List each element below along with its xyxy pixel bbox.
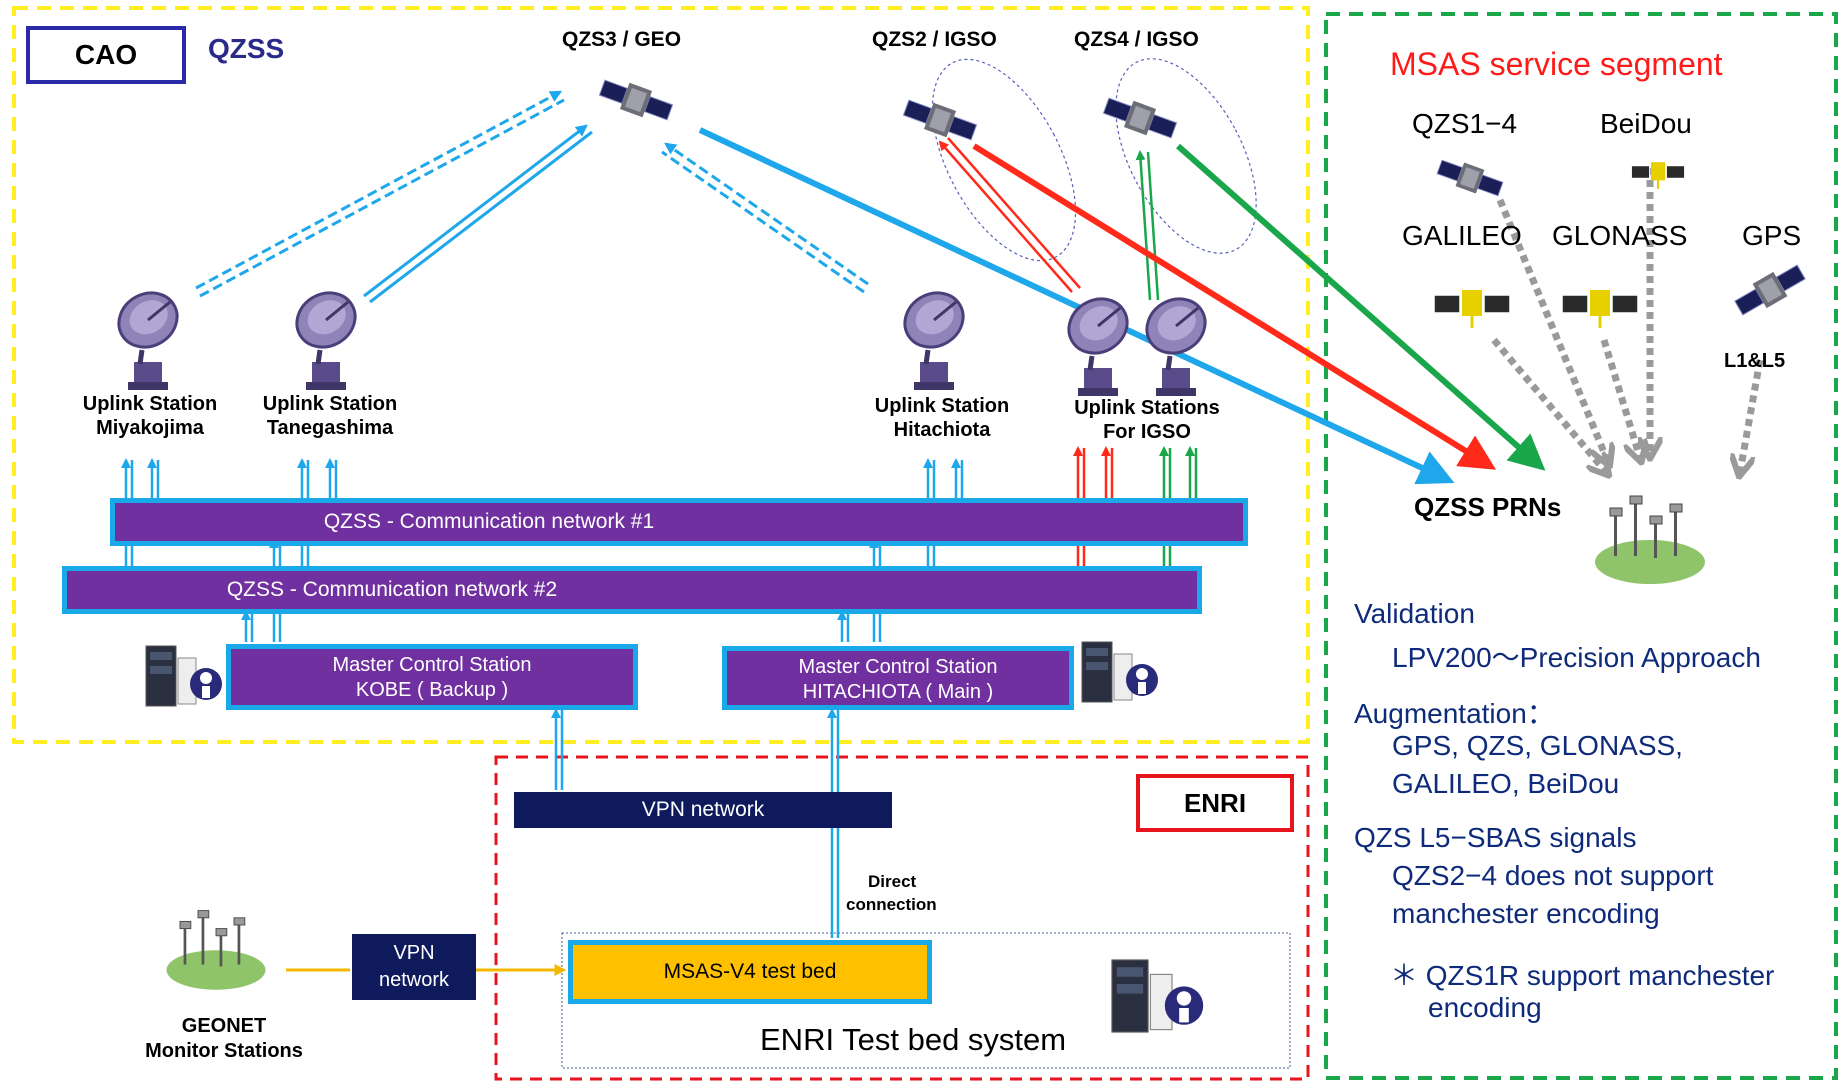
cao-label: CAO [26,26,186,84]
qzs2-label: QZS2 / IGSO [872,28,997,51]
beidou-satellite-icon [1630,161,1686,190]
augmentation-line-2: GALILEO, BeiDou [1392,768,1620,799]
miyakojima-dish-icon [109,282,187,390]
tanegashima-link [363,124,593,304]
qzs1r-line-1: ＊ QZS1R support manchester [1390,960,1775,991]
qzs2-satellite-icon [900,94,980,146]
qzss-prns-label: QZSS PRNs [1414,492,1562,522]
hitachiota-dish-icon [895,282,973,390]
igso-links [938,137,1160,301]
enri-boundary [494,755,1310,1081]
validation-text: LPV200～Precision Approach [1392,642,1761,673]
beidou-label: BeiDou [1600,108,1692,139]
augmentation-line-1: GPS, QZS, GLONASS, [1392,730,1683,761]
qzs2-orbit [931,58,1077,262]
l5-line-1: QZS2−4 does not support [1392,860,1714,891]
qzs3-signal [698,127,1455,485]
qzs1r-line-2: encoding [1428,992,1542,1023]
gps-label: GPS [1742,220,1802,251]
qzs14-label: QZS1−4 [1412,108,1518,139]
testbed-system-boundary [561,932,1291,1069]
l5-title: QZS L5−SBAS signals [1354,822,1637,853]
gnss-arrows [1491,168,1764,472]
kobe-operator-icon [145,645,223,707]
qzs3-satellite-icon [596,74,676,126]
hitachiota-link [661,142,869,294]
cao-boundary [12,6,1310,744]
galileo-satellite-icon [1432,288,1512,330]
augmentation-title: Augmentation： [1354,698,1555,729]
msas-title: MSAS service segment [1390,46,1723,82]
glonass-label: GLONASS [1552,220,1688,251]
vpn-network-box: VPN network [514,792,892,828]
enri-operator-icon [1111,959,1204,1033]
qzs4-label: QZS4 / IGSO [1074,28,1199,51]
msas-boundary [1324,12,1838,1080]
hitachiota-operator-icon [1081,641,1159,703]
comm-network-2: QZSS - Communication network #2 [62,566,1202,614]
testbed-system-label: ENRI Test bed system [760,1022,1067,1057]
qzs4-signal [1176,143,1546,471]
qzs4-orbit [1115,58,1257,254]
geonet-antenna-icon [166,910,266,991]
qzs2-signal [972,143,1497,470]
gps-satellite-icon [1731,259,1809,321]
msas-receiver-antenna-icon [1594,495,1706,585]
l1l5-label: L1&L5 [1724,350,1786,372]
glonass-satellite-icon [1560,288,1640,330]
qzs14-satellite-icon [1434,154,1506,202]
tanegashima-dish-icon [287,282,365,390]
enri-label: ENRI [1136,774,1294,832]
qzs3-label: QZS3 / GEO [562,28,682,51]
qzs4-satellite-icon [1100,92,1180,144]
miyakojima-link [195,90,565,298]
validation-title: Validation [1354,598,1475,629]
msas-v4-testbed: MSAS-V4 test bed [568,940,932,1004]
galileo-label: GALILEO [1402,220,1522,251]
qzss-label: QZSS [208,33,285,64]
comm-network-1: QZSS - Communication network #1 [110,498,1248,546]
l5-line-2: manchester encoding [1392,898,1660,929]
